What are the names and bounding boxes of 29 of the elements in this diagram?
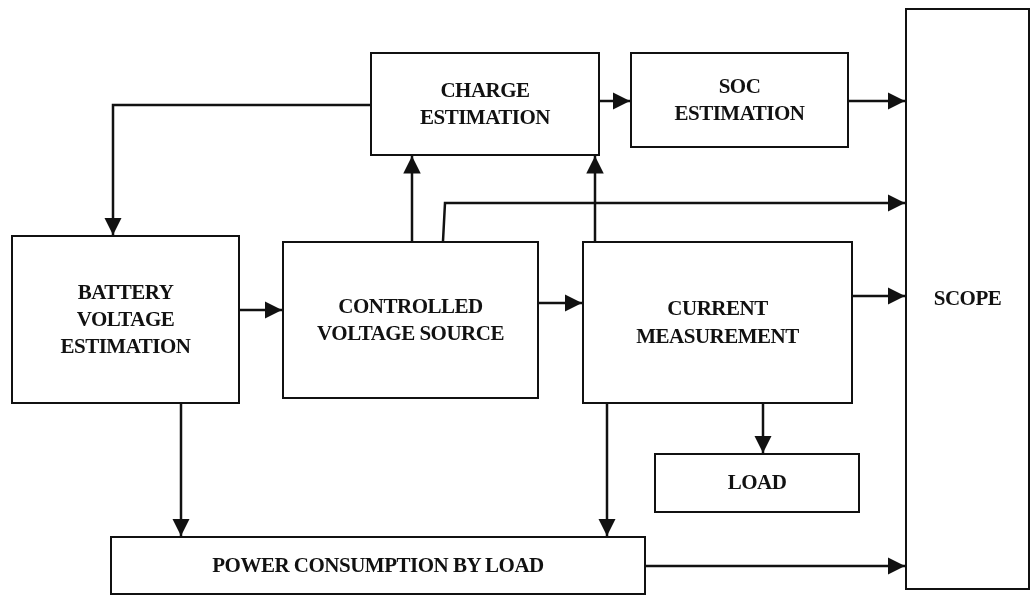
arrow (600, 92, 630, 110)
arrow (754, 404, 772, 453)
arrow (403, 156, 421, 241)
arrow (441, 194, 905, 242)
box-label: BATTERY VOLTAGE ESTIMATION (59, 278, 192, 361)
box-label: CURRENT MEASUREMENT (635, 295, 800, 350)
process-box (905, 8, 1030, 590)
arrow (853, 287, 905, 305)
box-label: CHARGE ESTIMATION (419, 76, 551, 131)
arrow (646, 557, 905, 575)
arrow (104, 103, 370, 235)
process-box (282, 241, 539, 399)
process-box (582, 241, 853, 404)
box-label: SOC ESTIMATION (673, 72, 806, 127)
process-box (630, 52, 849, 148)
process-box (11, 235, 240, 404)
box-label: CONTROLLED VOLTAGE SOURCE (316, 292, 505, 347)
arrow (586, 156, 604, 241)
box-label: LOAD (727, 469, 787, 497)
box-label: SCOPE (933, 285, 1002, 313)
arrow (598, 404, 616, 536)
arrow (849, 92, 905, 110)
process-box (110, 536, 646, 595)
arrow (539, 294, 582, 312)
box-label: POWER CONSUMPTION BY LOAD (212, 551, 544, 579)
process-box (370, 52, 600, 156)
arrow (240, 301, 282, 319)
arrow (172, 404, 190, 536)
process-box (654, 453, 860, 513)
